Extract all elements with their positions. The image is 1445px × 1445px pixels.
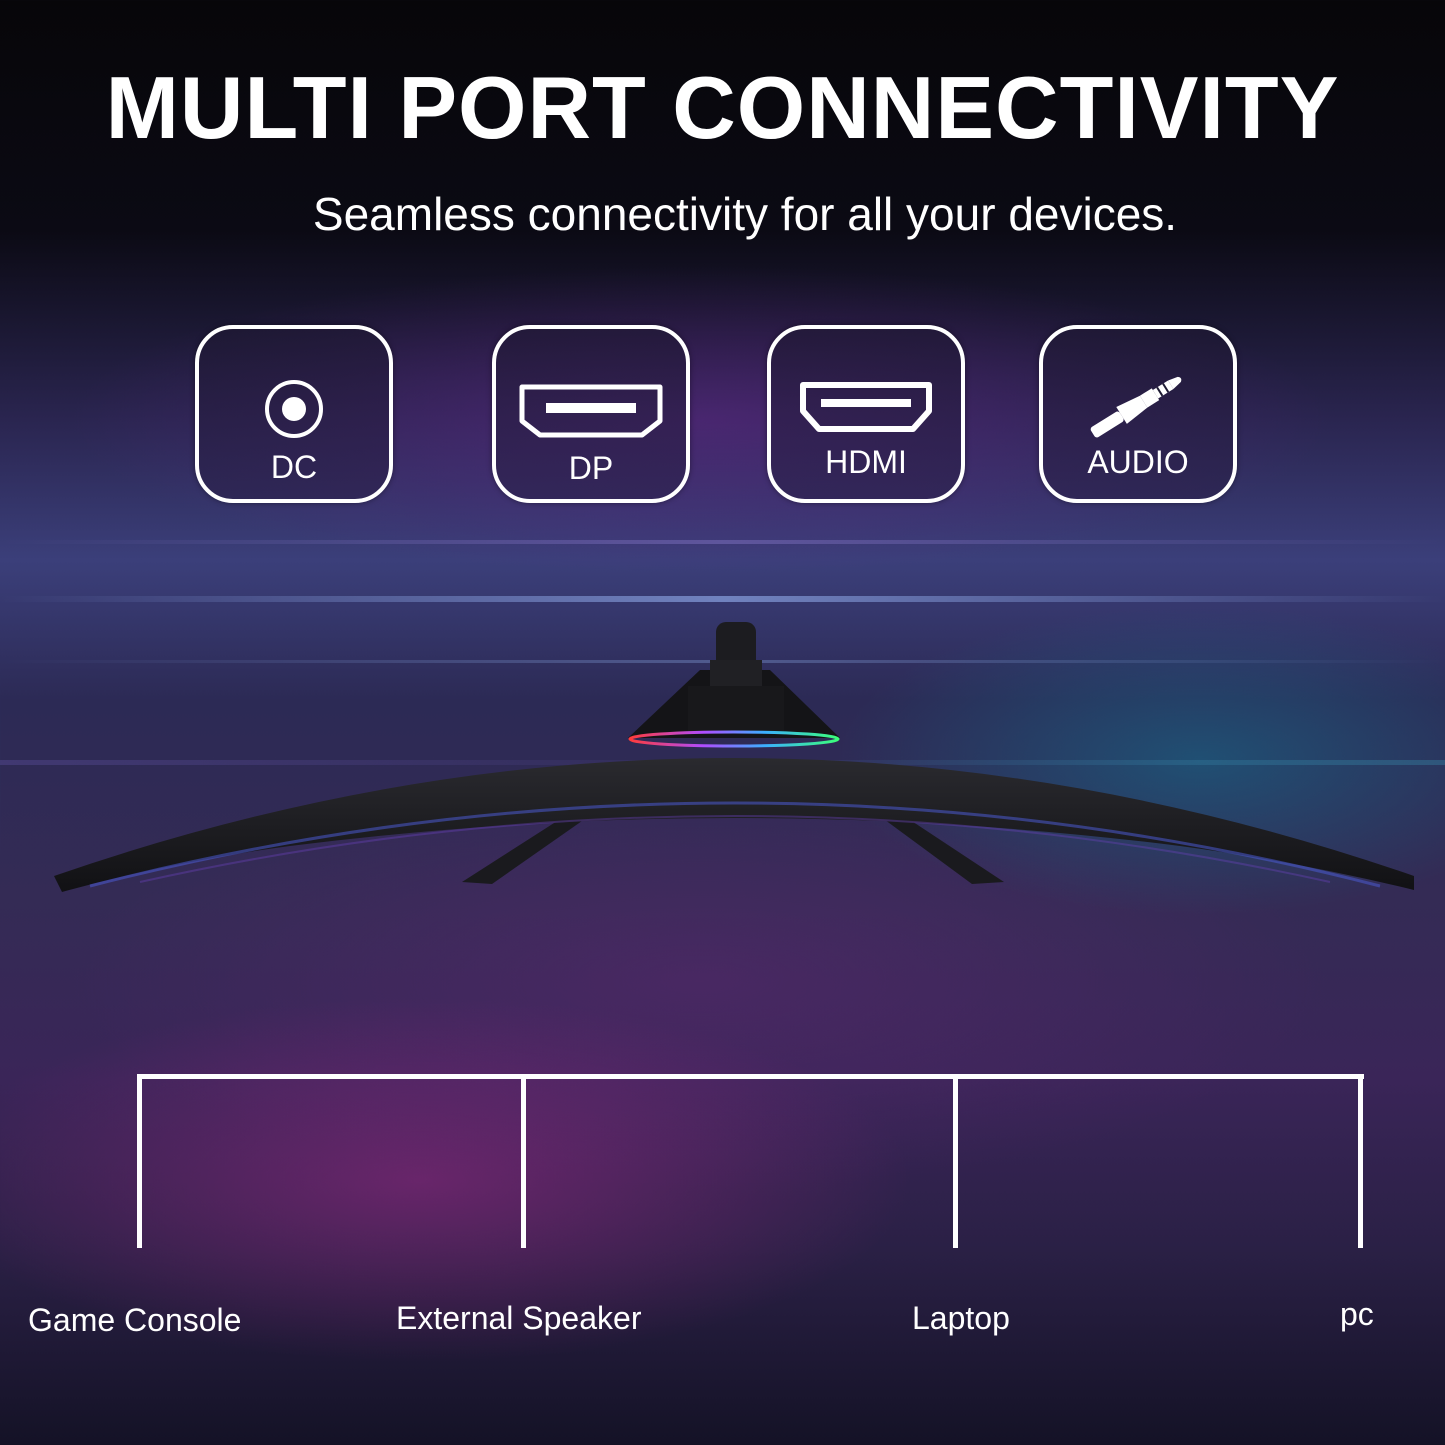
background-streak bbox=[0, 540, 1445, 544]
audio-jack-icon bbox=[1043, 369, 1233, 439]
port-card-hdmi: HDMI bbox=[767, 325, 965, 503]
connector-bracket-top bbox=[137, 1074, 1364, 1079]
connector-bracket-drop bbox=[137, 1074, 142, 1248]
page-subtitle: Seamless connectivity for all your devic… bbox=[312, 188, 1178, 240]
page-title: MULTI PORT CONNECTIVITY bbox=[105, 58, 1340, 157]
port-label: DP bbox=[568, 450, 614, 486]
connector-bracket-drop bbox=[953, 1074, 958, 1248]
port-label: DC bbox=[270, 449, 318, 485]
connector-bracket-drop bbox=[1358, 1074, 1363, 1248]
port-card-audio: AUDIO bbox=[1039, 325, 1237, 503]
connector-bracket-drop bbox=[521, 1074, 526, 1248]
curved-monitor-image bbox=[54, 622, 1414, 892]
displayport-icon bbox=[496, 383, 686, 439]
device-label-laptop: Laptop bbox=[912, 1300, 1010, 1336]
device-label-external-speaker: External Speaker bbox=[396, 1300, 642, 1336]
device-label-game-console: Game Console bbox=[28, 1302, 242, 1338]
port-label: HDMI bbox=[825, 444, 907, 480]
port-card-dp: DP bbox=[492, 325, 690, 503]
dc-power-jack-icon bbox=[199, 377, 389, 441]
device-label-pc: pc bbox=[1340, 1296, 1374, 1332]
port-card-dc: DC bbox=[195, 325, 393, 503]
port-label: AUDIO bbox=[1087, 444, 1189, 480]
hdmi-icon bbox=[771, 381, 961, 435]
